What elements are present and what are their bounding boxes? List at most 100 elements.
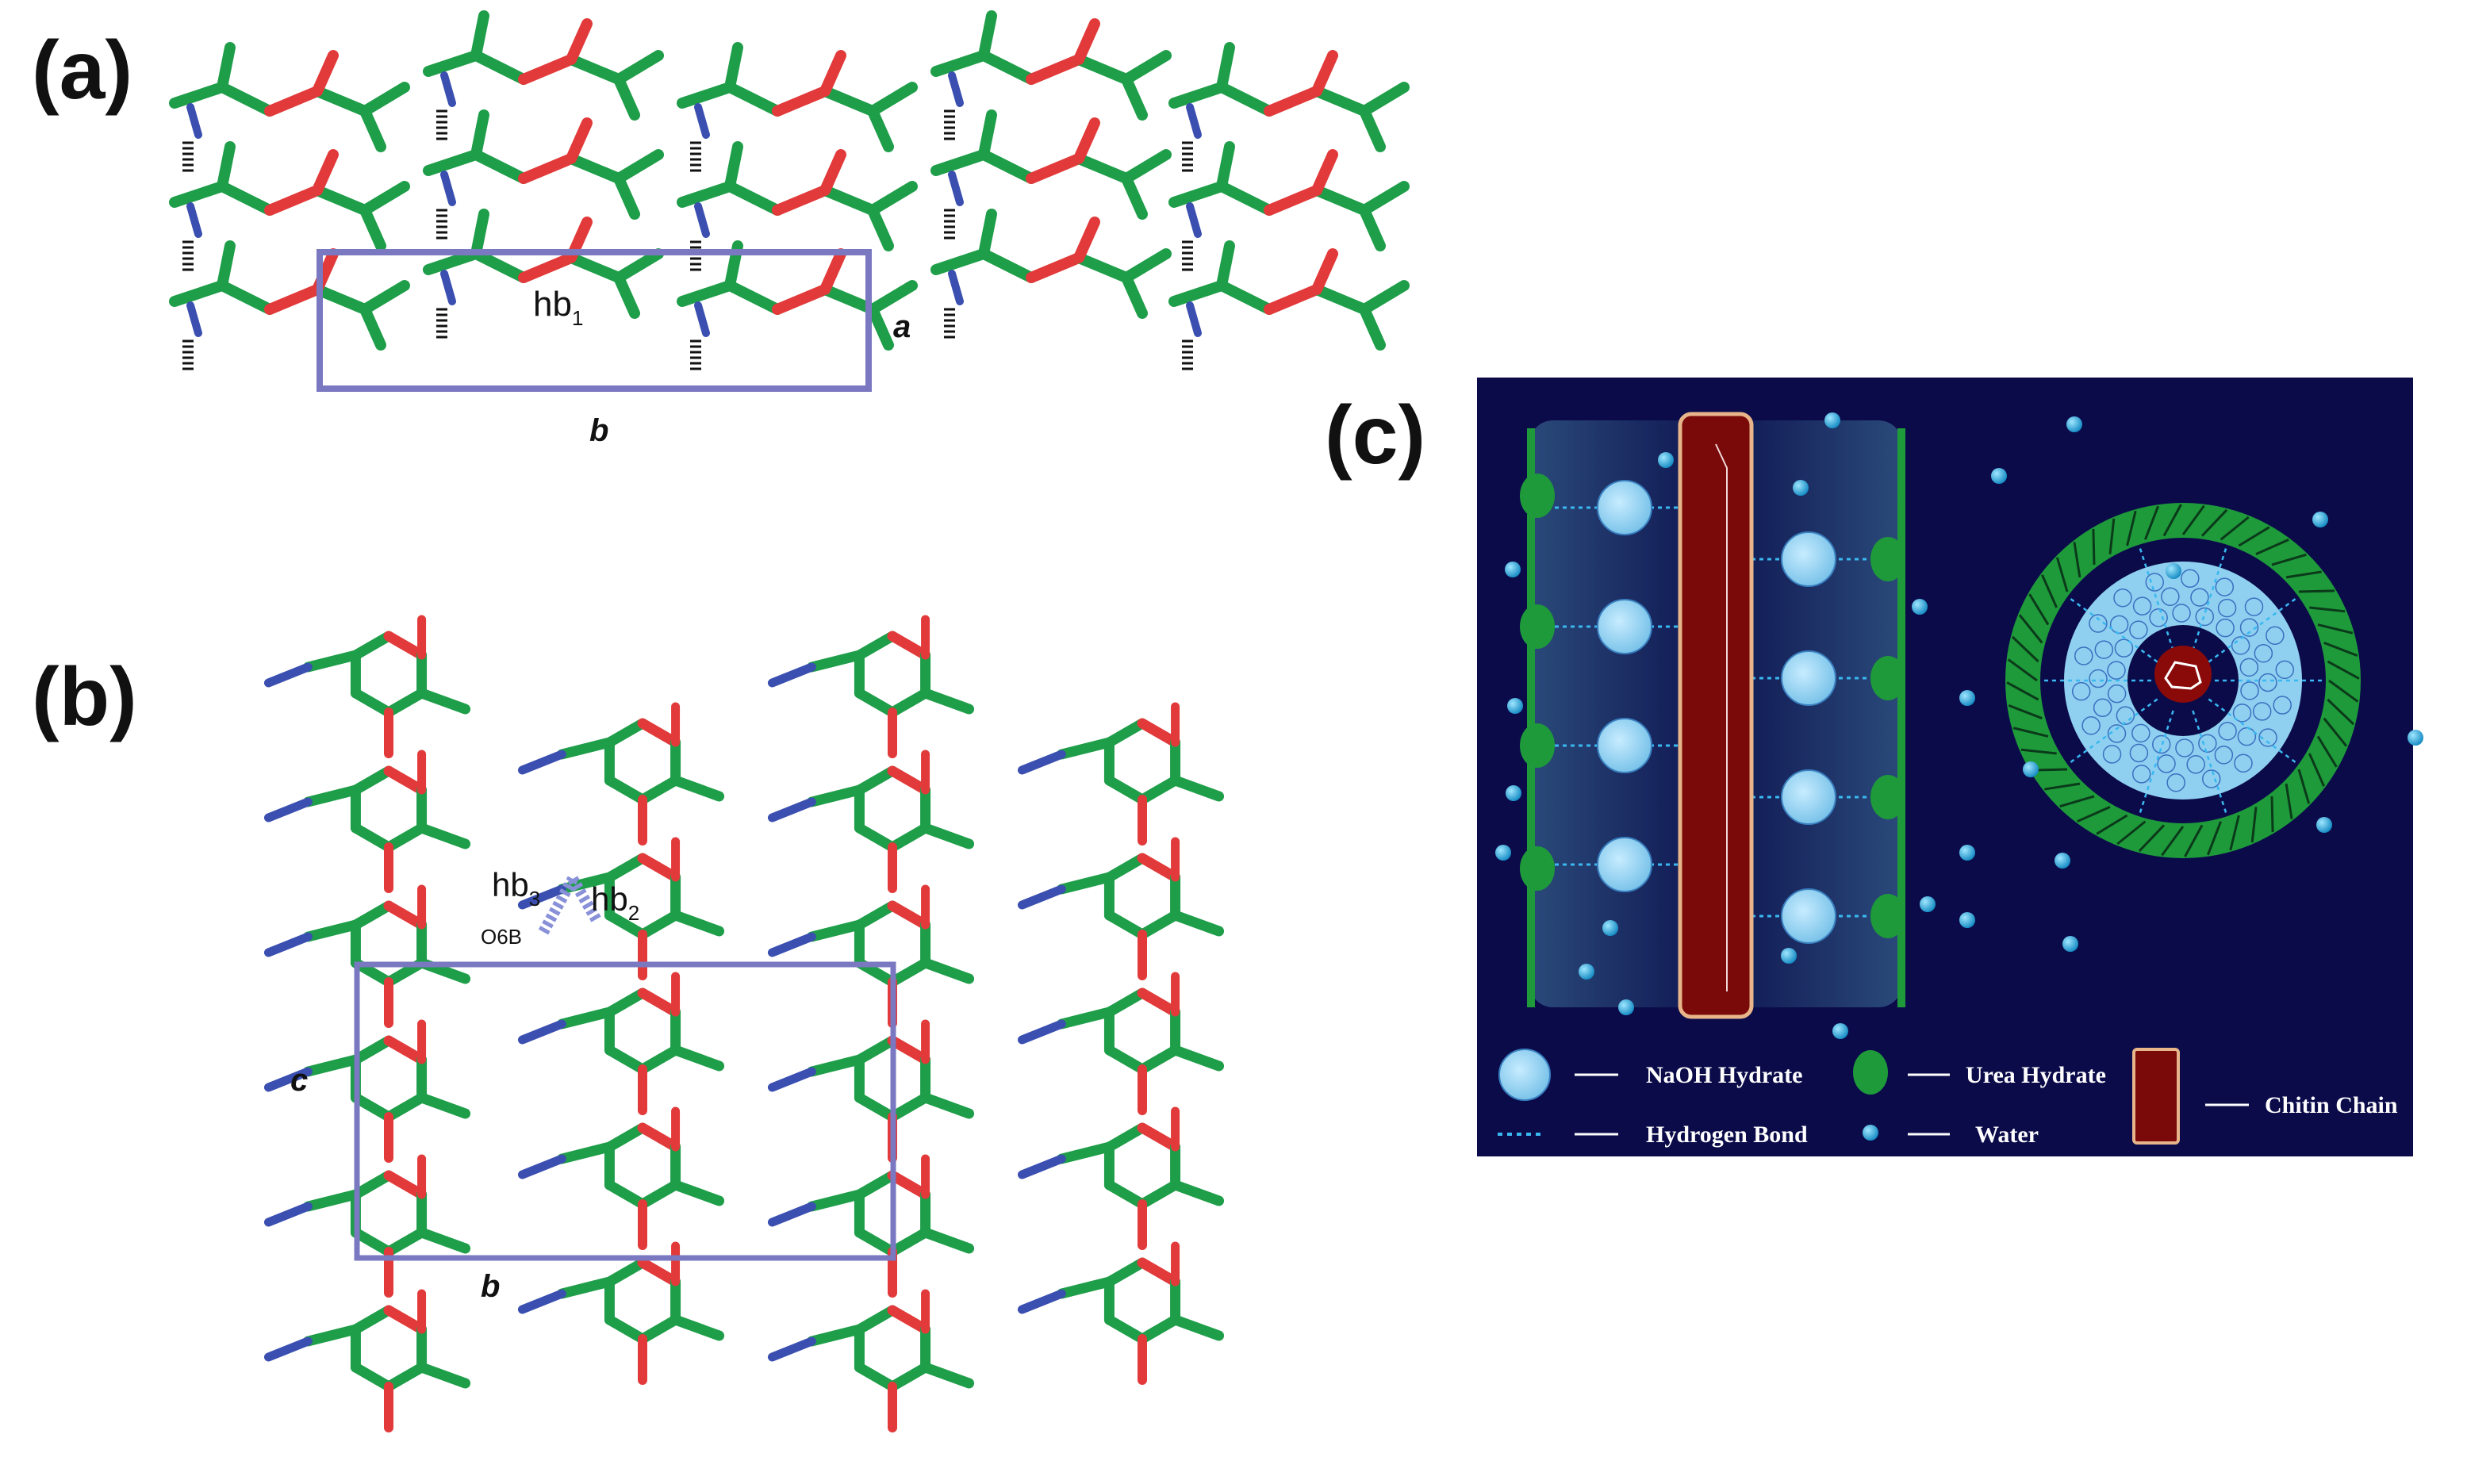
bond-stick — [350, 631, 394, 661]
bond-stick — [383, 631, 428, 661]
shell-cell — [2232, 704, 2252, 723]
bond-stick — [1311, 185, 1370, 216]
bond-stick — [1359, 181, 1410, 216]
bond-stick — [263, 1067, 313, 1092]
panel-a-letter: (a) — [32, 25, 133, 117]
panel-c-naoh-shell-cells — [2071, 569, 2295, 792]
bond-stick — [670, 1045, 725, 1072]
bond-stick — [604, 910, 648, 940]
panel-b-letter: (b) — [32, 651, 137, 743]
legend-naoh-label: NaOH Hydrate — [1646, 1062, 1802, 1088]
bond-stick — [920, 957, 975, 984]
ring-hatch — [2092, 528, 2096, 566]
bond-stick — [1170, 1045, 1225, 1072]
bond-stick — [518, 54, 577, 85]
urea-hydrate — [1870, 656, 1905, 700]
bond-stick — [887, 823, 931, 853]
urea-hydrate — [1520, 846, 1555, 891]
bond-stick — [604, 853, 648, 883]
bond-stick — [637, 1314, 681, 1344]
ring-hatch — [2028, 593, 2050, 626]
bond-stick — [1359, 304, 1386, 351]
bond-stick — [350, 823, 394, 853]
bond-stick — [887, 1092, 931, 1122]
bond-stick — [263, 797, 313, 823]
bond-stick — [1121, 173, 1148, 220]
shell-cell — [2094, 640, 2114, 659]
shell-cell — [2161, 587, 2180, 606]
shell-cell — [2186, 755, 2205, 774]
bond-stick — [1168, 181, 1227, 208]
bond-stick — [694, 202, 710, 238]
panel-a-axis-b: b — [589, 413, 608, 448]
bond-stick — [1216, 82, 1275, 117]
ring-hatch — [2297, 769, 2311, 804]
legend-chitin-label: Chitin Chain — [2265, 1092, 2398, 1118]
bond-stick — [566, 153, 624, 184]
bond-stick — [566, 18, 593, 65]
bond-stick — [724, 141, 743, 192]
bond-stick — [302, 919, 361, 942]
shell-cell — [2198, 734, 2217, 753]
bond-stick — [556, 1007, 615, 1030]
bond-stick — [867, 280, 918, 315]
ring-hatch — [2077, 805, 2111, 823]
bond-stick — [1137, 1045, 1181, 1075]
bond-stick — [1264, 86, 1322, 117]
bond-stick — [1103, 1045, 1148, 1075]
bond-stick — [1137, 1179, 1181, 1210]
bond-stick — [887, 1035, 931, 1065]
bond-stick — [604, 1179, 648, 1210]
water-molecule — [2055, 853, 2070, 869]
shell-cell — [2239, 658, 2259, 677]
naoh-hydrate — [1597, 837, 1652, 892]
bond-stick — [416, 1092, 471, 1119]
water-molecule — [1832, 1023, 1848, 1039]
bond-stick — [1017, 1154, 1066, 1179]
water-molecule — [1658, 452, 1674, 468]
water-molecule — [1618, 999, 1634, 1015]
shell-cell — [2093, 698, 2112, 718]
bond-stick — [854, 688, 898, 718]
water-molecule — [1912, 599, 1928, 615]
bond-stick — [383, 688, 428, 718]
bond-stick — [359, 280, 410, 315]
bond-stick — [217, 280, 275, 315]
bond-stick — [1170, 1179, 1225, 1206]
bond-stick — [423, 149, 482, 176]
bond-stick — [350, 1305, 394, 1335]
legend-water-label: Water — [1975, 1122, 2039, 1148]
ring-hatch — [2270, 796, 2274, 833]
bond-stick — [1103, 987, 1148, 1018]
panel-c-urea-hydrates — [1520, 474, 1905, 938]
ring-hatch — [2007, 658, 2038, 682]
bond-stick — [854, 1305, 898, 1335]
bond-stick — [613, 50, 664, 85]
urea-hydrate — [1520, 474, 1555, 518]
bond-stick — [604, 1122, 648, 1152]
water-molecule — [1959, 912, 1975, 928]
bond-stick — [1137, 718, 1181, 748]
shell-cell — [2244, 597, 2264, 616]
naoh-hydrate — [1597, 480, 1652, 535]
bond-stick — [1121, 149, 1172, 184]
legend-urea-label: Urea Hydrate — [1966, 1062, 2106, 1088]
bond-stick — [264, 185, 323, 216]
bond-stick — [1121, 248, 1172, 283]
bond-stick — [948, 171, 964, 206]
bond-stick — [359, 181, 410, 216]
ring-hatch — [2020, 748, 2057, 755]
ring-hatch — [2255, 539, 2289, 556]
bond-stick — [724, 181, 783, 216]
bond-stick — [1026, 252, 1084, 283]
ring-hatch — [2044, 782, 2081, 791]
bond-stick — [948, 71, 964, 107]
bond-stick — [887, 1170, 931, 1200]
legend-naoh-icon — [1498, 1049, 1551, 1101]
urea-hydrate — [1520, 723, 1555, 768]
ring-hydrogen-bond — [2192, 544, 2228, 651]
bond-stick — [518, 252, 577, 283]
bond-stick — [1170, 910, 1225, 937]
shell-cell — [2131, 765, 2151, 784]
